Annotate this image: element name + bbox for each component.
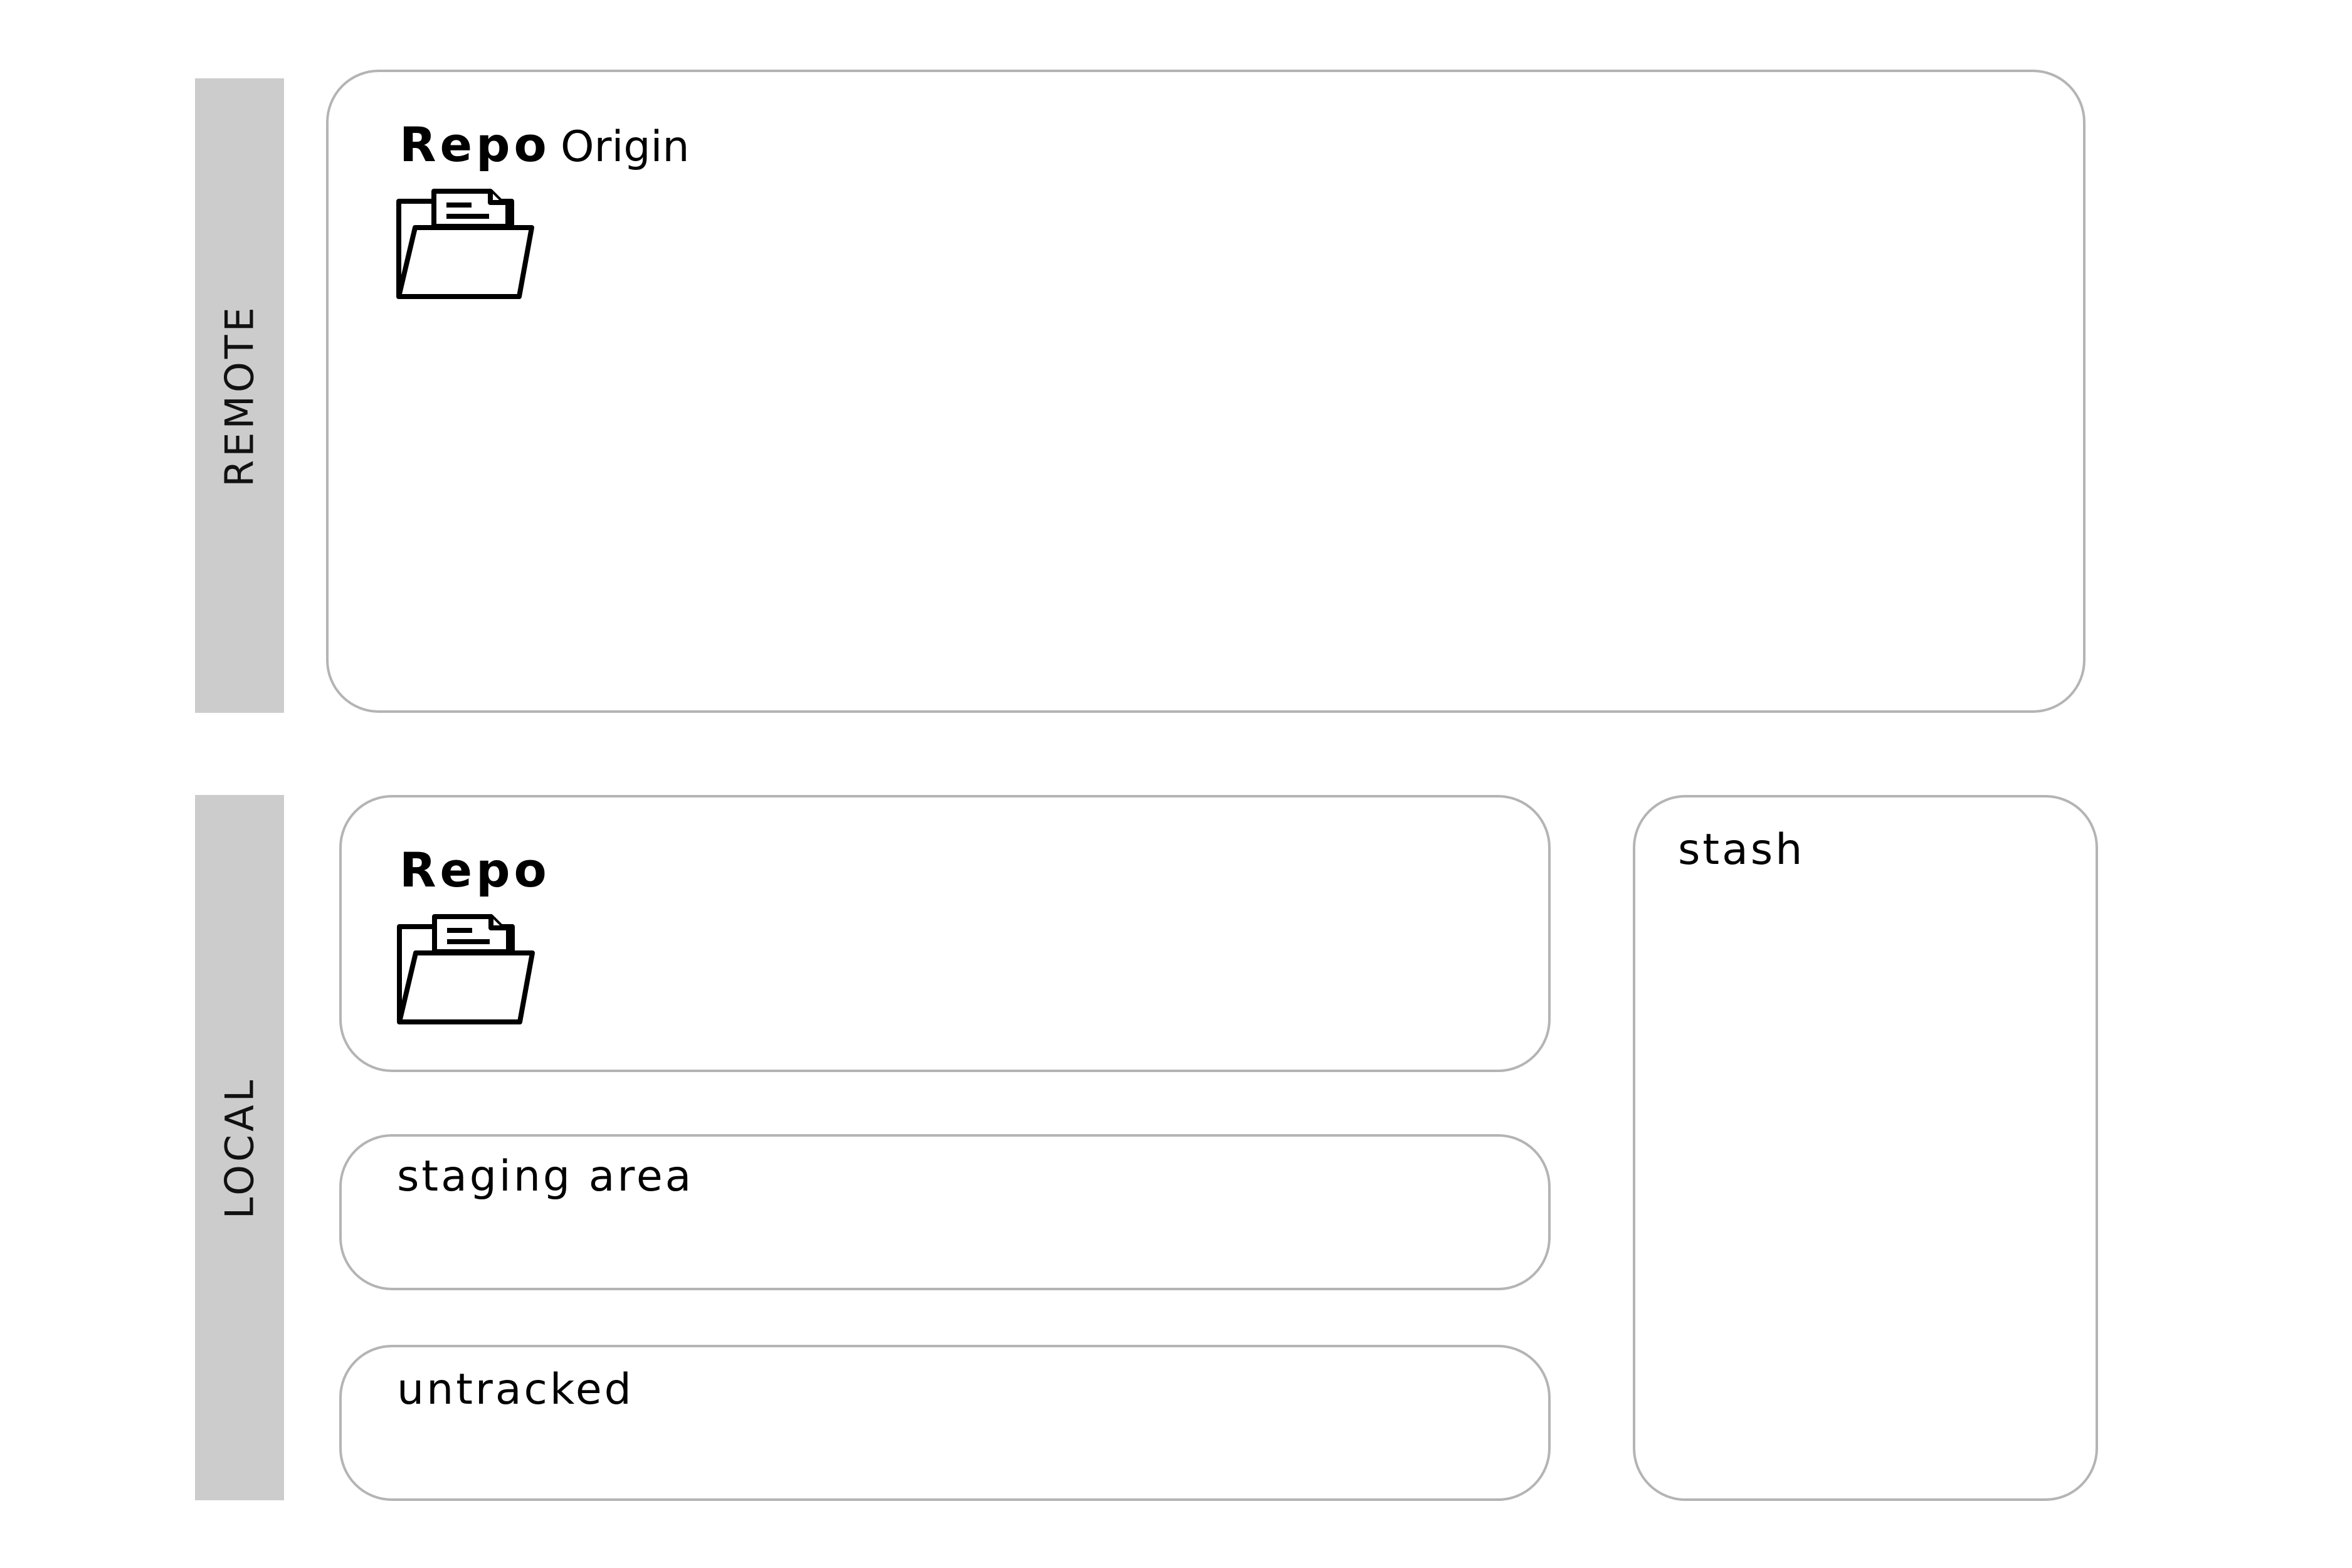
- folder-icon: [397, 914, 535, 1024]
- remote-side-bar: REMOTE: [195, 78, 284, 713]
- stash-label: stash: [1678, 825, 1805, 875]
- local-side-label: LOCAL: [216, 1076, 263, 1219]
- untracked-label: untracked: [397, 1365, 634, 1414]
- folder-icon: [396, 189, 534, 299]
- untracked-panel: untracked: [339, 1345, 1551, 1501]
- local-repo-panel: Repo: [339, 795, 1551, 1072]
- remote-repo-subtitle: Origin: [561, 122, 690, 172]
- remote-repo-panel: Repo Origin: [326, 70, 2086, 713]
- stash-panel: stash: [1633, 795, 2098, 1501]
- staging-area-label: staging area: [397, 1152, 694, 1201]
- local-side-bar: LOCAL: [195, 795, 284, 1500]
- staging-area-panel: staging area: [339, 1134, 1551, 1290]
- local-repo-title: Repo: [399, 842, 551, 898]
- remote-side-label: REMOTE: [216, 304, 263, 487]
- remote-repo-title: Repo: [399, 117, 551, 172]
